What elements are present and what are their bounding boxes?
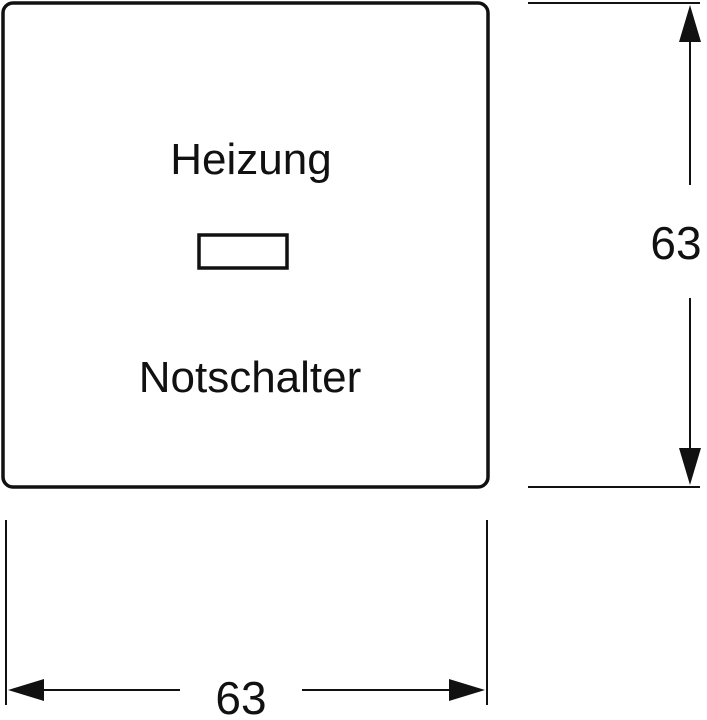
arrow-up-icon [679, 5, 701, 42]
width-dimension-value: 63 [215, 672, 266, 720]
plate-label-top: Heizung [170, 135, 331, 184]
arrow-down-icon [679, 448, 701, 485]
label-window [197, 233, 289, 270]
plate-label-bottom: Notschalter [139, 353, 362, 402]
arrow-left-icon [8, 679, 44, 701]
height-dimension-value: 63 [650, 217, 701, 269]
arrow-right-icon [449, 679, 485, 701]
